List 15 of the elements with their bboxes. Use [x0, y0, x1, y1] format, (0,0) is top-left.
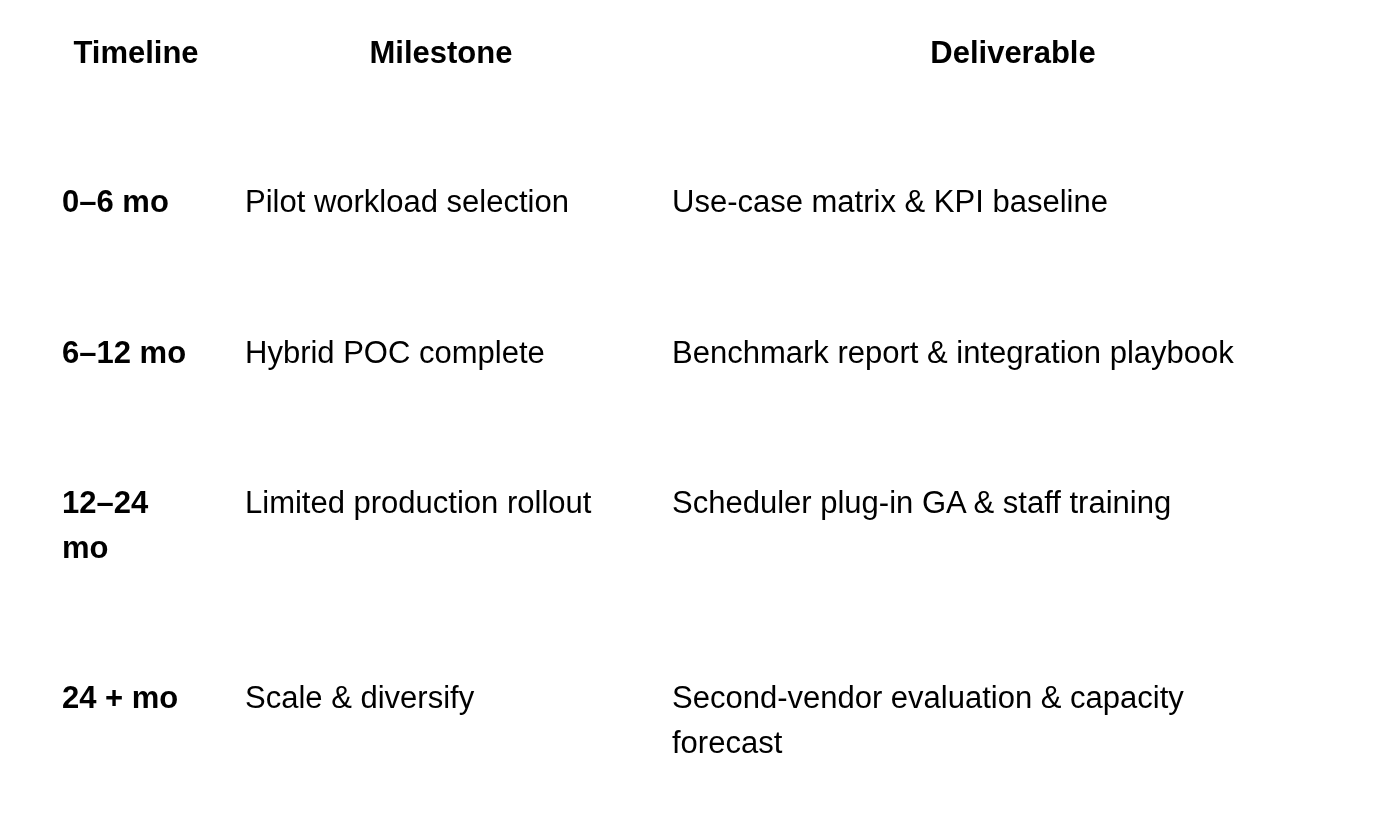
table-cell-text: Benchmark report & integration playbook [672, 334, 1235, 372]
table-cell-text: Limited production rollout [245, 484, 593, 522]
table-cell-text: 12–24 mo [62, 484, 150, 567]
table-cell-text: Scale & diversify [245, 679, 476, 717]
table-cell-text: Pilot workload selection [245, 183, 570, 221]
table-cell-text: Use-case matrix & KPI baseline [672, 183, 1109, 221]
table-cell-text: Second-vendor evaluation & capacity forecast [672, 679, 1185, 762]
column-header: Timeline [73, 34, 199, 72]
table-cell-text: Scheduler plug-in GA & staff training [672, 484, 1173, 522]
column-header: Deliverable [930, 34, 1096, 72]
column-header: Milestone [369, 34, 513, 72]
table-cell-text: 24 + mo [62, 679, 180, 717]
table-cell-text: 0–6 mo [62, 183, 170, 221]
table-cell-text: 6–12 mo [62, 334, 188, 372]
table-cell-text: Hybrid POC complete [245, 334, 546, 372]
